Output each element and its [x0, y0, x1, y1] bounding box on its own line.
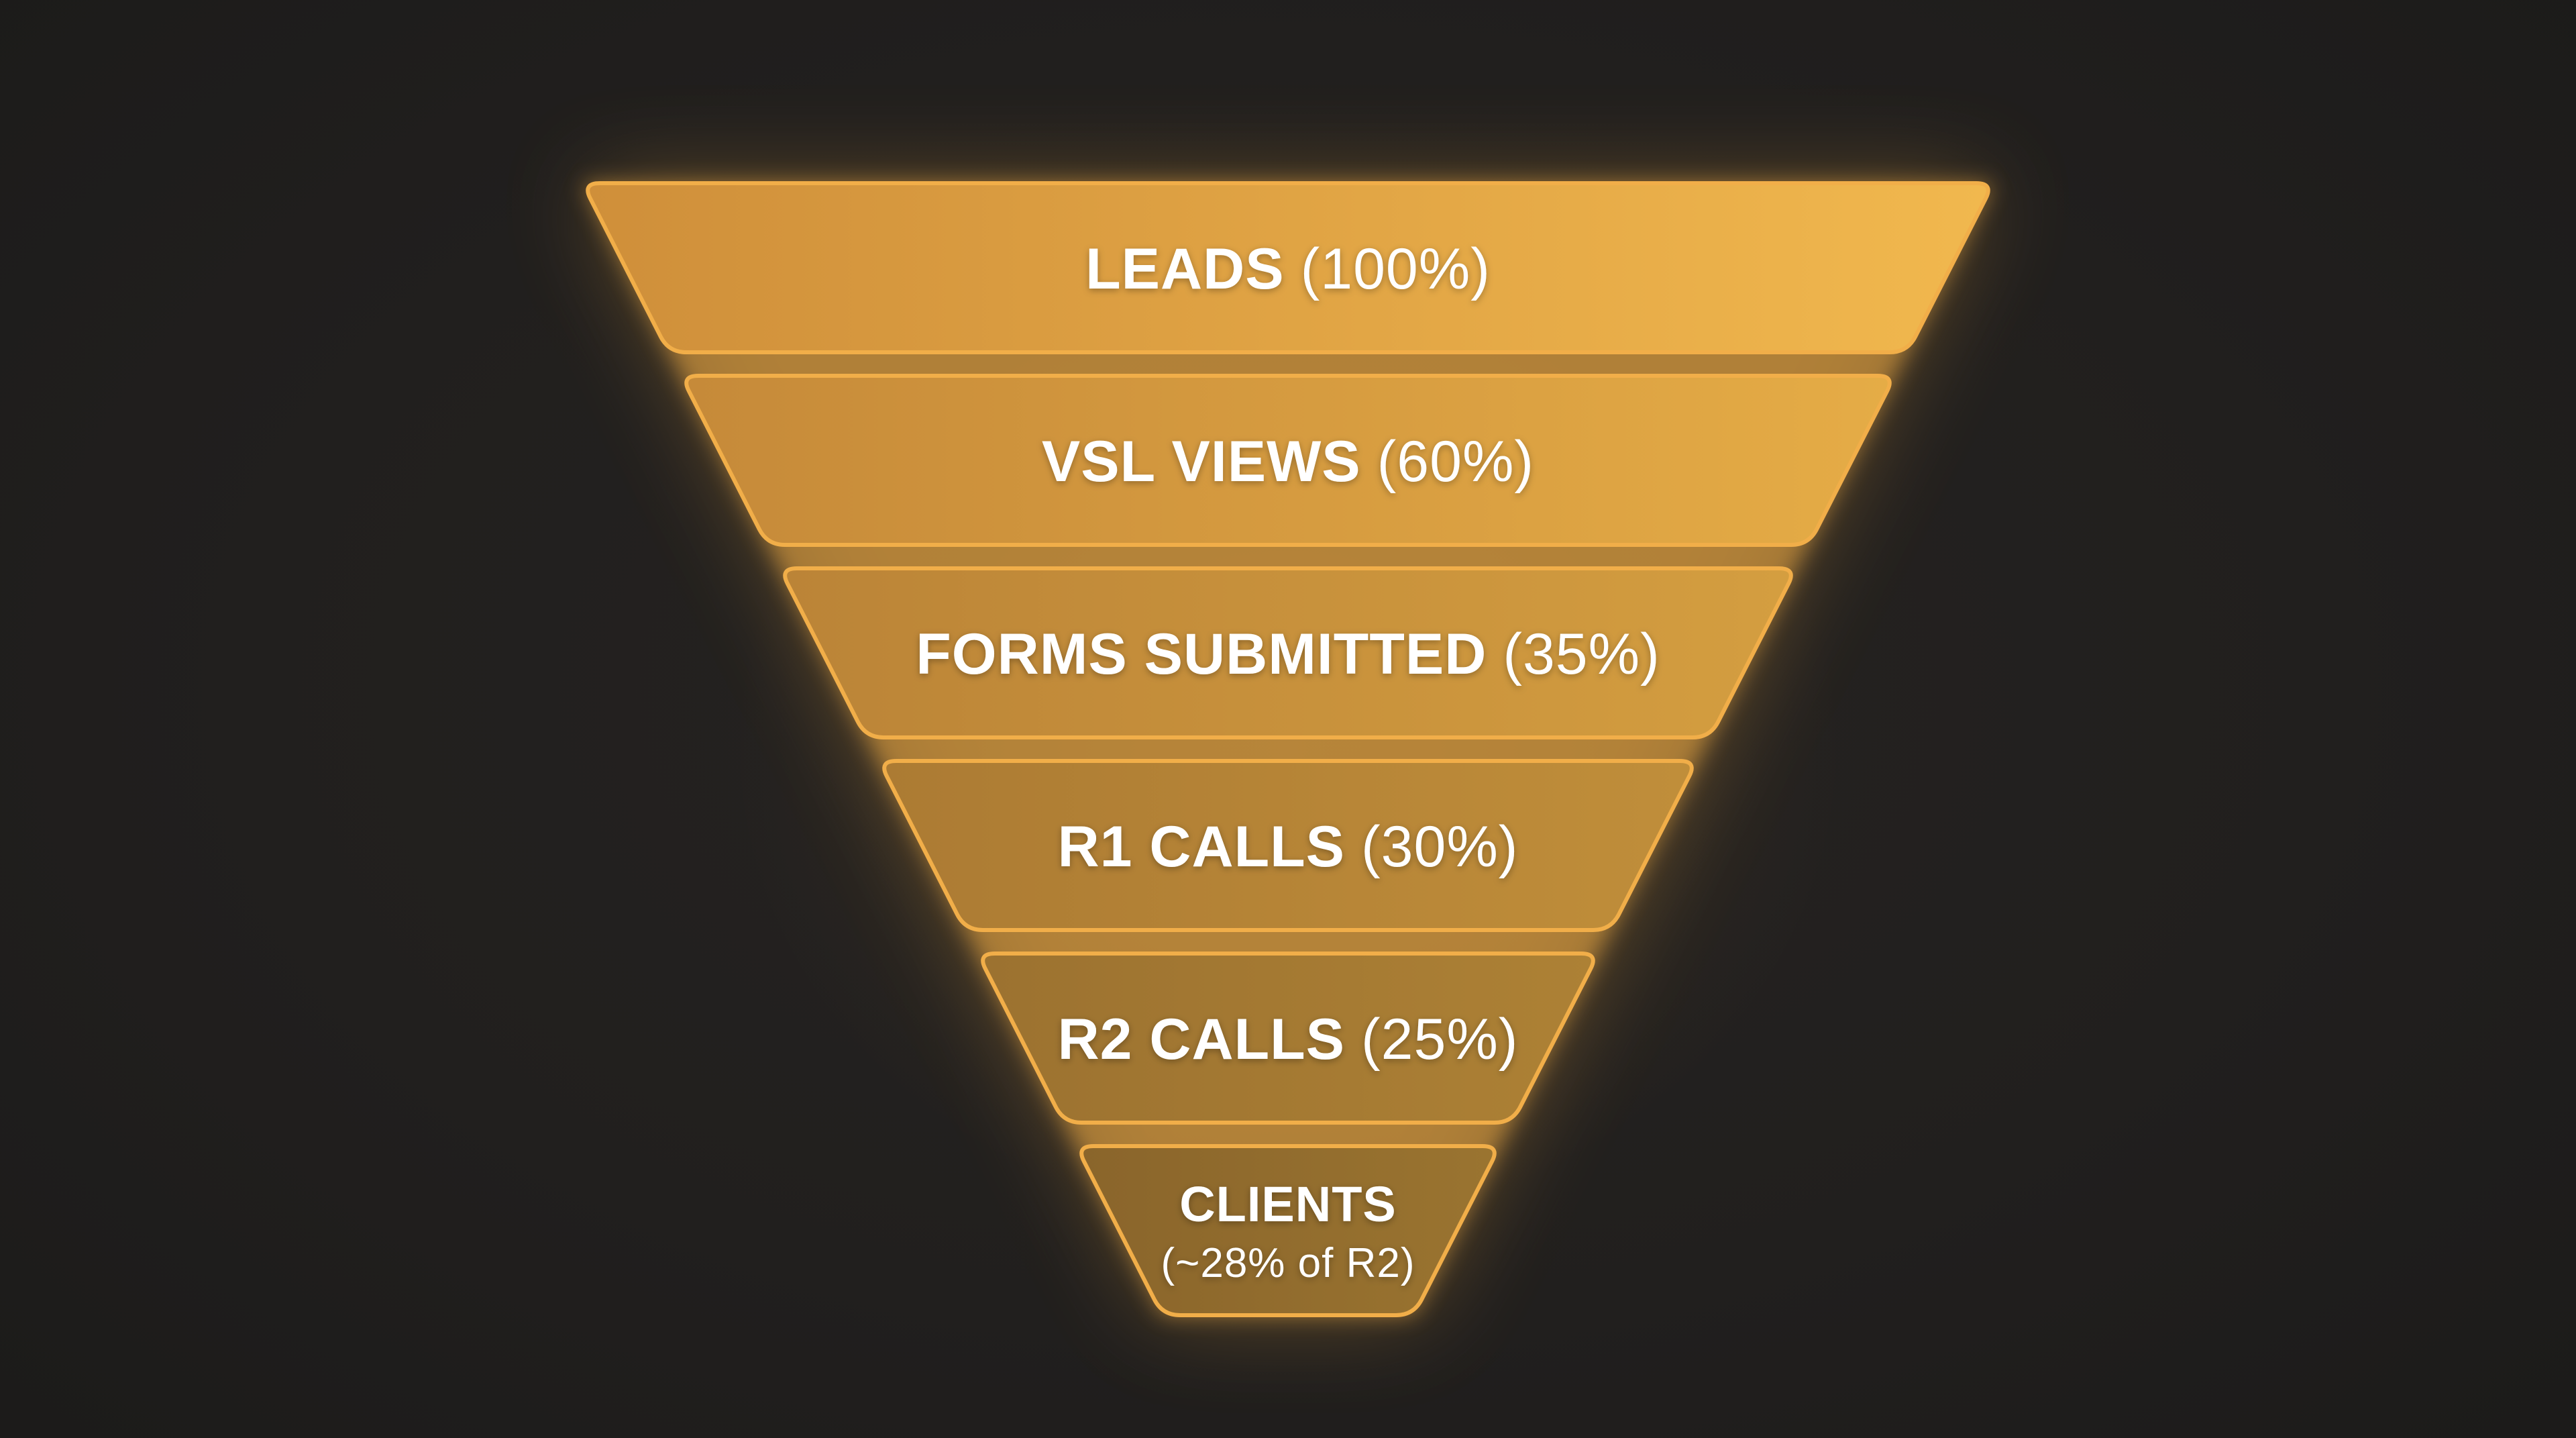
funnel-stage-shape-forms-submitted	[783, 566, 1793, 739]
funnel-stage-label-r1-calls: R1 CALLS(30%)	[1058, 815, 1519, 879]
stage-name: FORMS SUBMITTED	[916, 622, 1487, 686]
stage-percent: (60%)	[1377, 429, 1534, 494]
funnel-stage-shape-vsl-views	[684, 374, 1892, 547]
funnel-stage-shape-clients	[1079, 1144, 1497, 1317]
stage-percent: (30%)	[1361, 815, 1518, 879]
stage-percent: (35%)	[1503, 622, 1660, 686]
funnel-stage-r1-calls: R1 CALLS(30%)	[882, 759, 1694, 932]
stage-percent: (25%)	[1361, 1007, 1518, 1072]
funnel-stage-clients: CLIENTS (~28% of R2)	[1079, 1144, 1497, 1317]
funnel-stage-label-leads: LEADS (100%)	[1085, 237, 1491, 301]
funnel-stage-shape-r2-calls	[981, 952, 1595, 1125]
funnel-stage-r2-calls: R2 CALLS(25%)	[981, 952, 1595, 1125]
funnel-stage-label-clients: CLIENTS	[1179, 1176, 1397, 1232]
stage-name: LEADS	[1085, 237, 1284, 301]
funnel-stage-sublabel-clients: (~28% of R2)	[1161, 1240, 1415, 1286]
stage-name: R2 CALLS	[1058, 1007, 1345, 1072]
funnel-stage-label-vsl-views: VSL VIEWS(60%)	[1042, 429, 1534, 494]
funnel-stage-shape-r1-calls	[882, 759, 1694, 932]
funnel-stage-vsl-views: VSL VIEWS(60%)	[684, 374, 1892, 547]
funnel-stage-label-forms-submitted: FORMS SUBMITTED(35%)	[916, 622, 1660, 686]
funnel-stage-leads: LEADS (100%)	[586, 181, 1990, 354]
stage-name: VSL VIEWS	[1042, 429, 1361, 494]
funnel-stage-shape-leads	[586, 181, 1990, 354]
stage-percent: (100%)	[1301, 237, 1491, 301]
stage-name: R1 CALLS	[1058, 815, 1345, 879]
funnel-stage-forms-submitted: FORMS SUBMITTED(35%)	[783, 566, 1793, 739]
funnel-stage-label-r2-calls: R2 CALLS(25%)	[1058, 1007, 1519, 1072]
